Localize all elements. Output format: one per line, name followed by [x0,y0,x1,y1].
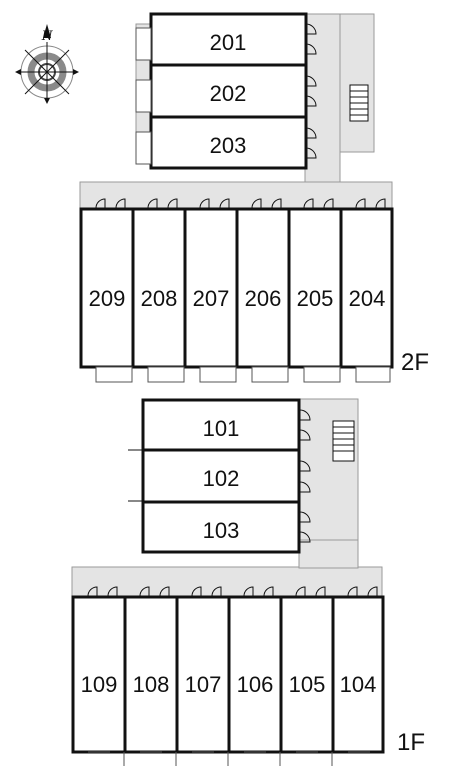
stairs-2f-icon [349,84,369,122]
unit-label: 208 [141,286,178,311]
unit-202: 202 [149,63,308,119]
unit-209: 209 [79,207,135,369]
unit-label: 205 [297,286,334,311]
unit-label: 201 [210,30,247,55]
unit-101: 101 [141,398,301,452]
floor-1f: 101 102 103 109 108 107 [71,398,425,766]
window-ticks-1f [88,751,370,766]
unit-label: 107 [185,672,222,697]
stairs-1f-icon [332,420,355,462]
corridor-2f [79,13,393,210]
unit-203: 203 [149,115,308,170]
door-swings-2f-top [305,23,317,159]
floor-label-1f: 1F [397,729,425,756]
unit-109: 109 [71,595,127,754]
unit-208: 208 [131,207,187,369]
unit-103: 103 [141,500,301,554]
floor-label-2f: 2F [401,349,429,376]
unit-label: 204 [349,286,386,311]
unit-label: 202 [210,81,247,106]
unit-107: 107 [175,595,231,754]
unit-207: 207 [183,207,239,369]
unit-label: 104 [340,672,377,697]
unit-105: 105 [279,595,335,754]
unit-label: 103 [203,518,240,543]
unit-106: 106 [227,595,283,754]
unit-201: 201 [149,12,308,67]
unit-label: 207 [193,286,230,311]
unit-102: 102 [141,448,301,504]
unit-108: 108 [123,595,179,754]
compass-rose-icon [15,24,79,104]
door-swings-2f-row [95,198,386,209]
unit-104: 104 [331,595,385,754]
unit-label: 105 [289,672,326,697]
compass-north-letter: N [41,28,54,44]
wall-ticks-1f [128,449,143,502]
unit-204: 204 [339,207,394,369]
balconies-2f [95,366,391,383]
unit-label: 109 [81,672,118,697]
unit-label: 203 [210,133,247,158]
door-swings-1f-top [299,409,311,543]
compass: N [15,24,79,104]
side-balconies-2f [135,27,152,165]
unit-label: 106 [237,672,274,697]
unit-label: 209 [89,286,126,311]
unit-206: 206 [235,207,291,369]
unit-label: 206 [245,286,282,311]
unit-label: 101 [203,416,240,441]
unit-label: 108 [133,672,170,697]
unit-label: 102 [203,466,240,491]
unit-205: 205 [287,207,343,369]
floor-2f: 201 202 203 209 208 207 [79,12,429,383]
door-swings-1f-row [87,586,378,597]
